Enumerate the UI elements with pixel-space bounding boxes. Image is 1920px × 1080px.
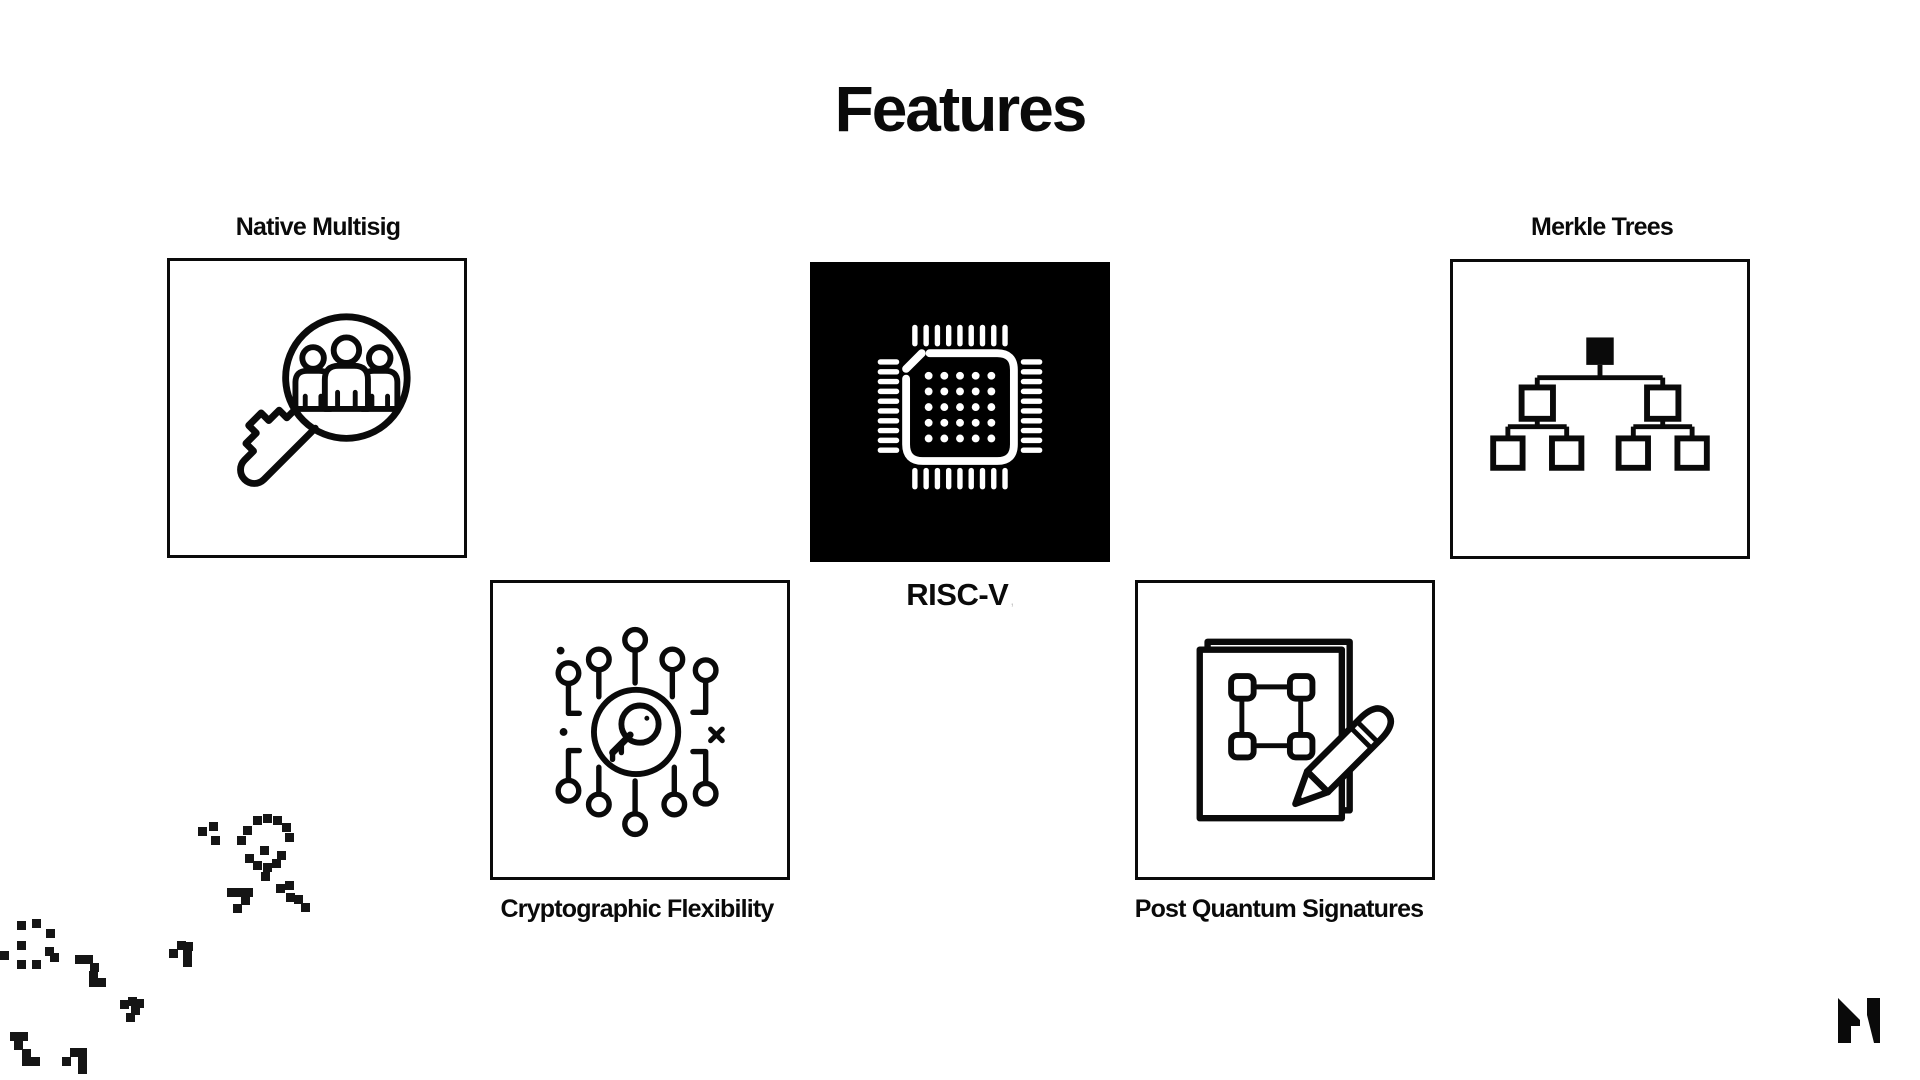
pixel-square	[294, 895, 303, 904]
pixel-square	[17, 960, 26, 969]
feature-label-native-multisig: Native Multisig	[235, 213, 401, 241]
pixel-square	[253, 861, 262, 870]
pixel-square	[46, 929, 55, 938]
pixel-square	[17, 921, 26, 930]
feature-tile-cryptographic-flexibility	[490, 580, 790, 880]
pixel-square	[10, 1032, 19, 1041]
pixel-square	[89, 971, 98, 980]
feature-tile-post-quantum-signatures	[1135, 580, 1435, 880]
feature-tile-merkle-trees	[1450, 259, 1750, 559]
pixel-square	[45, 947, 54, 956]
pixel-square	[97, 978, 106, 987]
pixel-square	[70, 1048, 79, 1057]
pixel-square	[135, 999, 144, 1008]
pixel-square	[243, 826, 252, 835]
pixel-square	[263, 863, 272, 872]
pixel-square	[282, 823, 291, 832]
pixel-square	[78, 1048, 87, 1057]
pixel-square	[22, 1057, 31, 1066]
feature-tile-native-multisig	[167, 258, 467, 558]
pixel-square	[32, 919, 41, 928]
pixel-square	[227, 888, 236, 897]
pixel-square	[263, 814, 272, 823]
multisig-key-icon	[237, 313, 411, 487]
pixel-square	[31, 1057, 40, 1066]
pixel-square	[89, 978, 98, 987]
pixel-square	[19, 1032, 28, 1041]
pixel-square	[276, 884, 285, 893]
merkle-tree-icon	[1490, 337, 1710, 471]
pixel-square	[75, 955, 84, 964]
feature-label-risc-v: RISC-V,	[710, 577, 1210, 613]
chip-icon	[877, 324, 1043, 490]
pixel-square	[241, 896, 250, 905]
pixel-square	[0, 951, 9, 960]
pixel-square	[301, 903, 310, 912]
pixel-square	[261, 872, 270, 881]
pixel-square	[17, 941, 26, 950]
pixel-square	[126, 1013, 135, 1022]
feature-label-post-quantum-signatures: Post Quantum Signatures	[1134, 895, 1424, 923]
pixel-square	[50, 953, 59, 962]
pixel-square	[183, 950, 192, 959]
pixel-square	[128, 997, 137, 1006]
pixel-square	[253, 816, 262, 825]
pixel-square	[273, 816, 282, 825]
pixel-square	[78, 1057, 87, 1066]
n-logo-icon	[1838, 998, 1880, 1043]
pixel-square	[90, 963, 99, 972]
risc-v-text: RISC-V	[906, 577, 1009, 612]
pixel-square	[84, 955, 93, 964]
pixel-square	[211, 836, 220, 845]
pixel-square	[177, 941, 186, 950]
pixel-square	[209, 822, 218, 831]
pixel-square	[277, 851, 286, 860]
pixel-square	[62, 1057, 71, 1066]
pixel-square	[233, 904, 242, 913]
pixel-square	[245, 854, 254, 863]
pixel-square	[169, 949, 178, 958]
pixel-square	[286, 893, 295, 902]
pixel-square	[22, 1049, 31, 1058]
feature-label-cryptographic-flexibility: Cryptographic Flexibility	[500, 895, 774, 923]
pixel-square	[32, 960, 41, 969]
pixel-square	[236, 888, 245, 897]
pixel-square	[244, 888, 253, 897]
faint-suffix-mark: ,	[1010, 592, 1014, 608]
page-title: Features	[834, 73, 1088, 145]
pixel-square	[183, 958, 192, 967]
pixel-square	[272, 859, 281, 868]
pixel-square	[14, 1041, 23, 1050]
pixel-square	[285, 833, 294, 842]
pixel-square	[120, 1000, 129, 1009]
pixel-square	[237, 836, 246, 845]
pixel-square	[184, 942, 193, 951]
pixel-square	[285, 881, 294, 890]
key-network-icon	[555, 626, 725, 838]
pixel-square	[78, 1065, 87, 1074]
document-pencil-icon	[1196, 638, 1394, 822]
pixel-square	[260, 846, 269, 855]
pixel-square	[131, 1006, 140, 1015]
feature-label-merkle-trees: Merkle Trees	[1531, 213, 1674, 241]
pixel-square	[198, 827, 207, 836]
feature-tile-risc-v	[810, 262, 1110, 562]
